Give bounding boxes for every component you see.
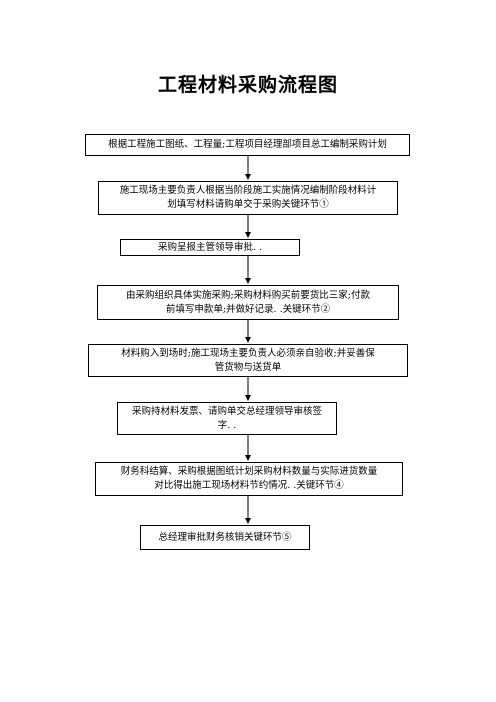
- step-5-box: 材料购入到场时;施工现场主要负责人必须亲自验收;并妥善保 管货物与送货单: [88, 344, 408, 377]
- step-6-box: 采购持材料发票、请购单交总经理领导审核签 字. .: [117, 402, 337, 435]
- step-4-box: 由采购组织具体实施采购;采购材料购买前要货比三家;付款 前填写申款单;并做好记录…: [97, 285, 399, 320]
- step-3-box: 采购呈报主管领导审批. .: [120, 239, 300, 256]
- page-title: 工程材料采购流程图: [157, 74, 338, 96]
- step-2-box: 施工现场主要负责人根据当阶段施工实施情况编制阶段材料计 划填写材料请购单交于采购…: [98, 181, 398, 215]
- step-1-box: 根据工程施工图纸、工程量;工程项目经理部项目总工编制采购计划: [85, 134, 410, 156]
- step-7-box: 财务科结算、采购根据图纸计划采购材料数量与实际进货数量 对比得出施工现场材料节约…: [95, 462, 403, 496]
- step-8-box: 总经理审批财务核销关键环节⑤: [140, 525, 310, 550]
